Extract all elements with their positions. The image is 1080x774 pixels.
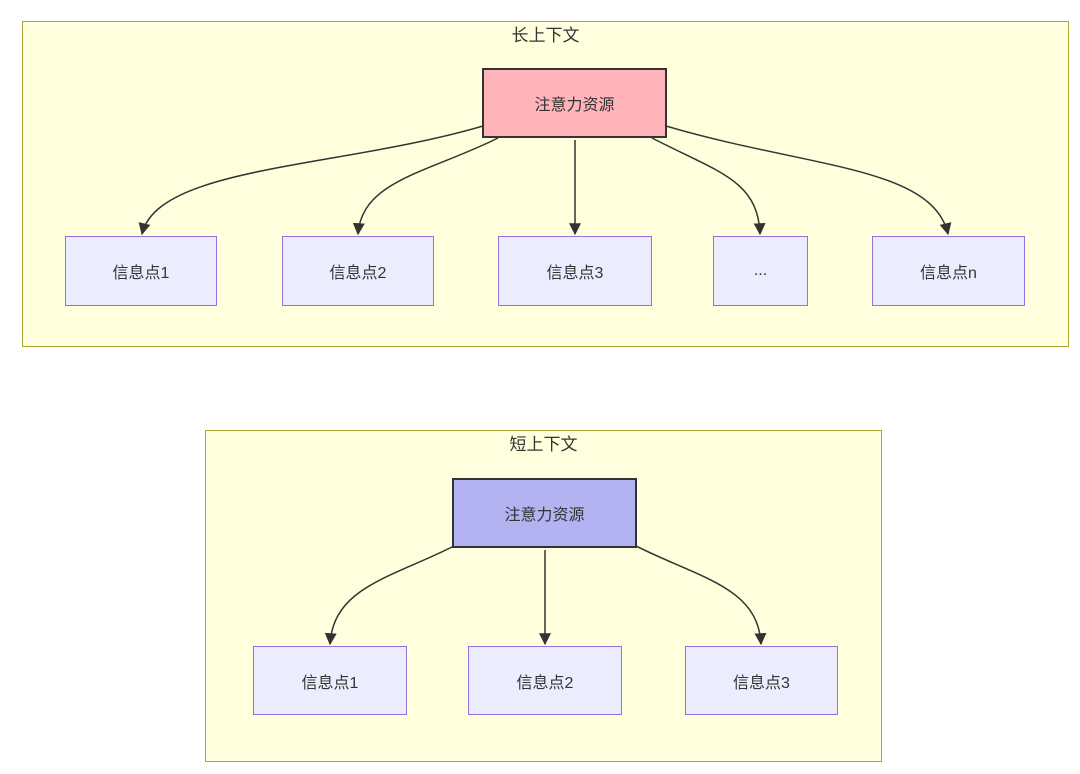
node-attention-resource-short: 注意力资源 [452, 478, 637, 548]
node-long-info-point-2: 信息点2 [282, 236, 434, 306]
node-label: 信息点1 [112, 265, 170, 282]
node-label: 注意力资源 [534, 97, 615, 114]
node-label: 注意力资源 [504, 507, 585, 524]
node-label: 信息点3 [733, 674, 790, 692]
node-label: 信息点2 [329, 265, 387, 282]
node-long-info-point-3: 信息点3 [498, 236, 652, 306]
node-label: ... [753, 262, 768, 279]
node-long-info-point-n: 信息点n [872, 236, 1025, 306]
node-label: 信息点3 [546, 265, 604, 282]
node-label: 信息点2 [516, 674, 574, 692]
cluster-long-context-title: 长上下文 [511, 26, 580, 45]
node-long-info-point-1: 信息点1 [65, 236, 217, 306]
node-short-info-point-2: 信息点2 [468, 646, 622, 715]
node-attention-resource-long: 注意力资源 [482, 68, 667, 138]
node-label: 信息点n [920, 265, 977, 282]
node-short-info-point-3: 信息点3 [685, 646, 838, 715]
node-short-info-point-1: 信息点1 [253, 646, 407, 715]
node-long-info-point-ellipsis: ... [713, 236, 808, 306]
cluster-short-context-title: 短上下文 [509, 435, 578, 454]
node-label: 信息点1 [301, 674, 359, 692]
